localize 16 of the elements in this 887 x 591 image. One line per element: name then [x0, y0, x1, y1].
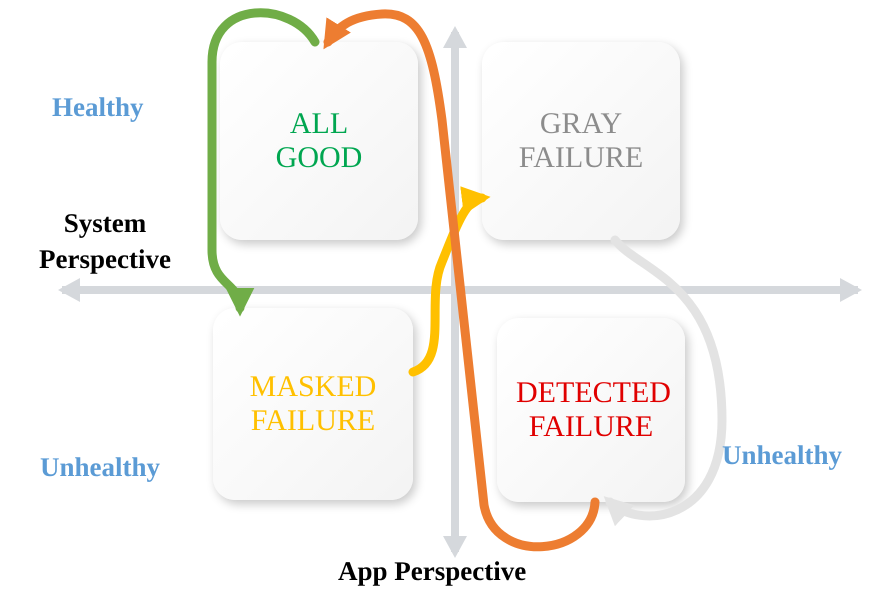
quadrant-card [220, 42, 418, 240]
quadrant-card [497, 318, 685, 502]
axis-label: Healthy [52, 92, 144, 123]
arrow [408, 188, 490, 376]
arrow [208, 8, 320, 317]
quadrant-card [482, 42, 680, 240]
quadrant-label: MASKED FAILURE [248, 370, 378, 438]
axis-label: Unhealthy [722, 440, 842, 471]
axis-label: System Perspective [38, 207, 172, 276]
quadrant-label: GRAY FAILURE [518, 106, 644, 176]
arrow [323, 10, 600, 552]
axis-label: Unhealthy [40, 452, 160, 483]
quadrant-label: ALL GOOD [274, 106, 364, 176]
axis-label: App Perspective [338, 556, 526, 587]
arrow [603, 236, 726, 526]
quadrant-card [213, 308, 413, 500]
